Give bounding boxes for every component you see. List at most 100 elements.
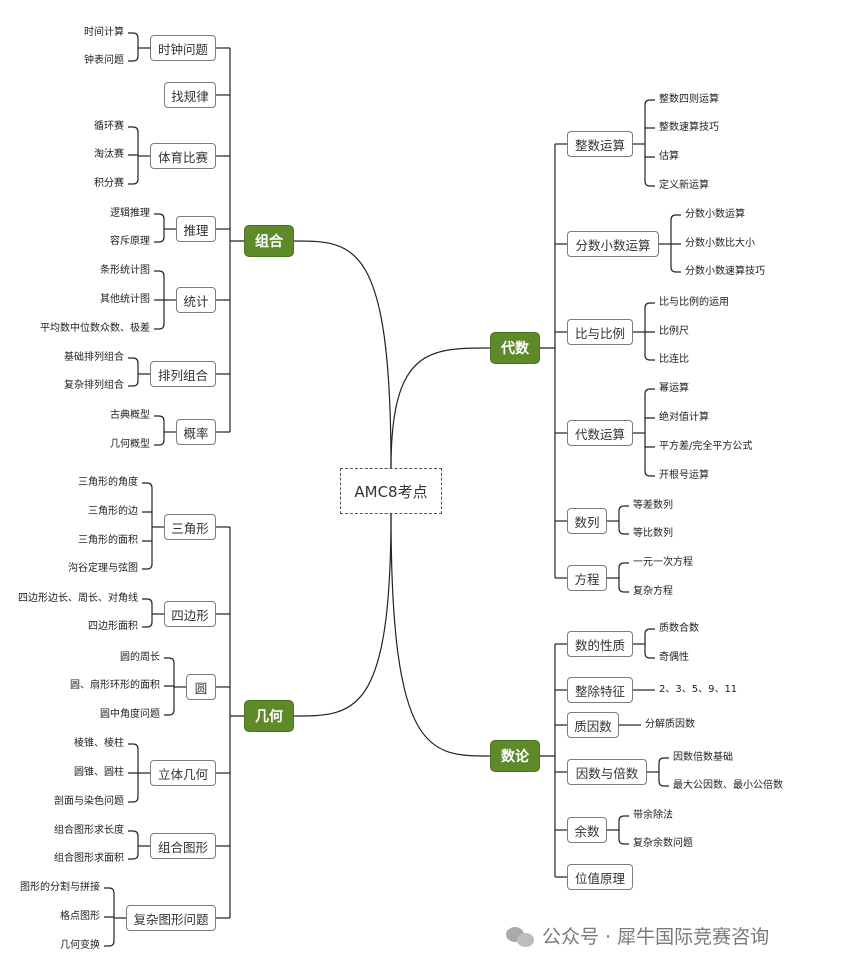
leaf-label-3-4-0: 带余除法 — [633, 810, 673, 821]
leaf-label-2-0-0: 整数四则运算 — [659, 94, 719, 105]
leaf-bracket-2-1 — [670, 214, 681, 273]
center-to-branch-1 — [293, 513, 392, 717]
branch-node-1: 几何 — [244, 700, 294, 732]
leaf-bracket-1-5 — [104, 887, 115, 947]
branch-node-3: 数论 — [490, 740, 540, 772]
sub-node-2-4: 数列 — [567, 508, 607, 534]
center-to-branch-3 — [390, 513, 491, 757]
leaf-label-2-0-2: 估算 — [659, 151, 679, 162]
sub-node-1-5: 复杂图形问题 — [126, 905, 216, 931]
branch-spine-0 — [229, 48, 244, 432]
leaf-label-2-2-2: 比连比 — [659, 354, 689, 365]
leaf-label-3-3-0: 因数倍数基础 — [673, 752, 733, 763]
sub-node-2-5: 方程 — [567, 565, 607, 591]
sub-node-2-3: 代数运算 — [567, 420, 633, 446]
leaf-label-0-2-1: 淘汰赛 — [94, 149, 124, 160]
leaf-label-1-0-2: 三角形的面积 — [78, 535, 138, 546]
leaf-label-2-1-1: 分数小数比大小 — [685, 238, 755, 249]
leaf-bracket-0-0 — [128, 32, 139, 62]
wechat-icon — [506, 925, 536, 947]
sub-node-2-2: 比与比例 — [567, 319, 633, 345]
leaf-label-1-1-0: 四边形边长、周长、对角线 — [18, 593, 138, 604]
sub-node-1-2: 圆 — [186, 674, 216, 700]
branch-spine-1 — [229, 527, 244, 918]
sub-node-3-5: 位值原理 — [567, 864, 633, 890]
leaf-label-2-4-0: 等差数列 — [633, 500, 673, 511]
sub-node-3-3: 因数与倍数 — [567, 759, 647, 785]
leaf-bracket-0-2 — [128, 126, 139, 185]
leaf-label-1-3-0: 棱锥、棱柱 — [74, 738, 124, 749]
leaf-bracket-2-3 — [644, 388, 655, 477]
leaf-label-1-5-2: 几何变换 — [60, 940, 100, 951]
watermark: 公众号 · 犀牛国际竞赛咨询 — [506, 922, 769, 949]
leaf-label-2-5-1: 复杂方程 — [633, 586, 673, 597]
leaf-label-1-4-0: 组合图形求长度 — [54, 825, 124, 836]
leaf-label-0-3-0: 逻辑推理 — [110, 208, 150, 219]
leaf-label-3-3-1: 最大公因数、最小公倍数 — [673, 780, 783, 791]
leaf-label-0-2-2: 积分赛 — [94, 178, 124, 189]
leaf-bracket-2-2 — [644, 302, 655, 361]
sub-node-0-6: 概率 — [176, 419, 216, 445]
leaf-bracket-2-0 — [644, 99, 655, 187]
sub-node-3-1: 整除特征 — [567, 677, 633, 703]
leaf-label-3-0-0: 质数合数 — [659, 623, 699, 634]
leaf-label-0-2-0: 循环赛 — [94, 121, 124, 132]
leaf-label-1-3-2: 剖面与染色问题 — [54, 796, 124, 807]
leaf-label-2-0-1: 整数速算技巧 — [659, 122, 719, 133]
sub-node-0-2: 体育比赛 — [150, 143, 216, 169]
branch-node-2: 代数 — [490, 332, 540, 364]
center-node: AMC8考点 — [340, 468, 442, 514]
leaf-label-2-3-0: 幂运算 — [659, 383, 689, 394]
leaf-label-2-1-0: 分数小数运算 — [685, 209, 745, 220]
leaf-bracket-3-0 — [644, 628, 655, 659]
leaf-bracket-1-4 — [128, 830, 139, 860]
sub-node-0-3: 推理 — [176, 216, 216, 242]
leaf-label-0-5-1: 复杂排列组合 — [64, 380, 124, 391]
leaf-bracket-2-5 — [618, 562, 629, 593]
leaf-label-2-5-0: 一元一次方程 — [633, 557, 693, 568]
sub-node-0-5: 排列组合 — [150, 361, 216, 387]
leaf-label-0-4-0: 条形统计图 — [100, 265, 150, 276]
sub-node-1-0: 三角形 — [164, 514, 216, 540]
leaf-label-1-2-2: 圆中角度问题 — [100, 709, 160, 720]
leaf-bracket-0-3 — [154, 213, 165, 243]
leaf-bracket-1-1 — [142, 598, 153, 628]
sub-node-0-1: 找规律 — [164, 82, 216, 108]
leaf-label-1-0-1: 三角形的边 — [88, 506, 138, 517]
sub-node-1-4: 组合图形 — [150, 833, 216, 859]
leaf-label-2-3-1: 绝对值计算 — [659, 412, 709, 423]
leaf-label-2-3-3: 开根号运算 — [659, 470, 709, 481]
sub-node-2-0: 整数运算 — [567, 131, 633, 157]
leaf-bracket-3-3 — [658, 757, 669, 787]
leaf-bracket-1-0 — [142, 482, 153, 570]
sub-node-1-1: 四边形 — [164, 601, 216, 627]
leaf-bracket-3-4 — [618, 815, 629, 845]
leaf-bracket-1-3 — [128, 743, 139, 803]
leaf-bracket-1-2 — [164, 657, 175, 716]
leaf-label-0-3-1: 容斥原理 — [110, 236, 150, 247]
sub-node-1-3: 立体几何 — [150, 760, 216, 786]
center-to-branch-0 — [293, 240, 392, 469]
leaf-label-1-4-1: 组合图形求面积 — [54, 853, 124, 864]
leaf-bracket-0-5 — [128, 357, 139, 387]
sub-node-0-4: 统计 — [176, 287, 216, 313]
leaf-label-1-2-1: 圆、扇形环形的面积 — [70, 680, 160, 691]
leaf-label-1-0-0: 三角形的角度 — [78, 477, 138, 488]
leaf-label-2-0-3: 定义新运算 — [659, 180, 709, 191]
leaf-label-1-5-0: 图形的分割与拼接 — [20, 882, 100, 893]
leaf-label-2-1-2: 分数小数速算技巧 — [685, 266, 765, 277]
leaf-label-2-3-2: 平方差/完全平方公式 — [659, 441, 753, 452]
leaf-bracket-0-6 — [154, 415, 165, 446]
leaf-label-0-6-0: 古典概型 — [110, 410, 150, 421]
leaf-label-0-6-1: 几何概型 — [110, 439, 150, 450]
leaf-label-3-1-0: 2、3、5、9、11 — [659, 684, 738, 695]
sub-node-0-0: 时钟问题 — [150, 35, 216, 61]
leaf-label-1-5-1: 格点图形 — [60, 911, 100, 922]
leaf-label-2-2-1: 比例尺 — [659, 326, 689, 337]
leaf-label-3-4-1: 复杂余数问题 — [633, 838, 693, 849]
leaf-label-2-4-1: 等比数列 — [633, 528, 673, 539]
branch-node-0: 组合 — [244, 225, 294, 257]
leaf-label-0-4-1: 其他统计图 — [100, 294, 150, 305]
leaf-label-1-2-0: 圆的周长 — [120, 652, 160, 663]
